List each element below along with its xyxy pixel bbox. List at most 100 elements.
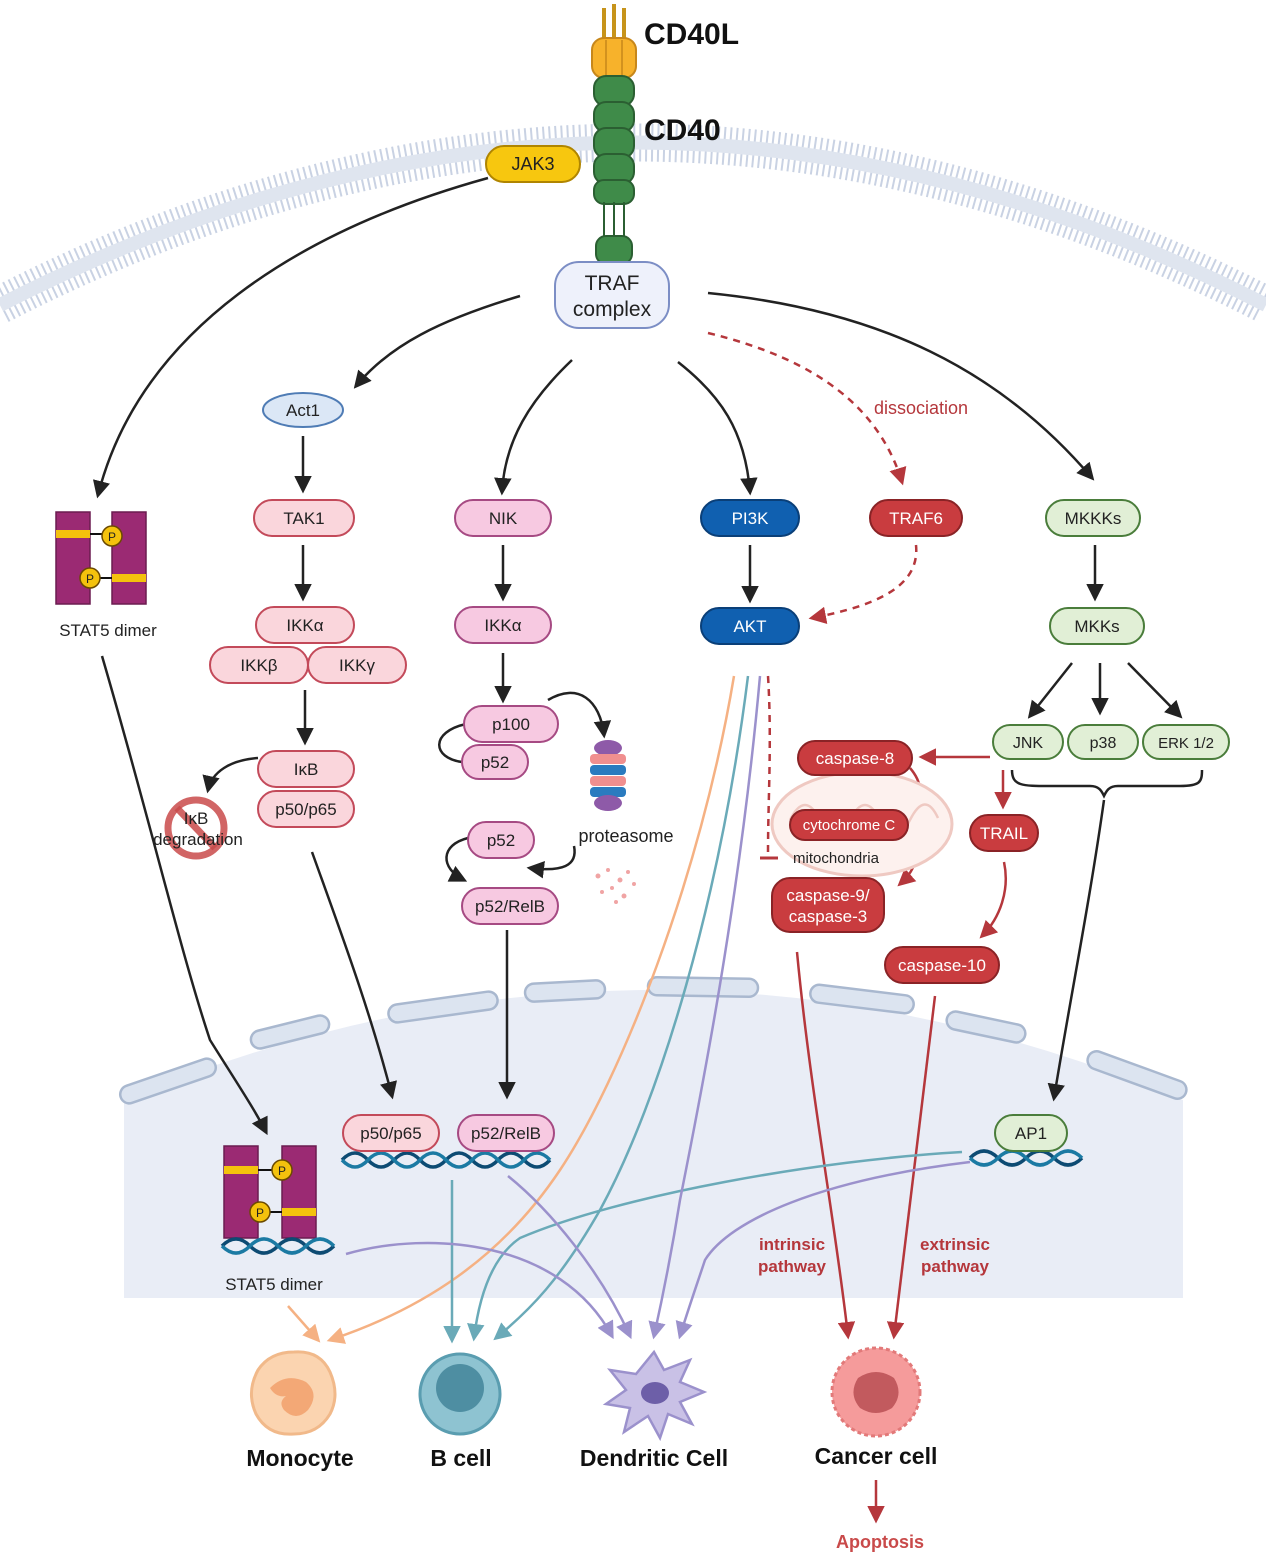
ikkg-node[interactable] [307, 646, 407, 684]
ikka-noncanonical-label: IKKα [484, 616, 521, 635]
stat5-cyto-p2: P [86, 572, 94, 586]
p50p65-nuc-node[interactable] [342, 1114, 440, 1152]
caspase93-label-line1: caspase-9/ [786, 886, 869, 905]
pi3k-node[interactable] [700, 499, 800, 537]
ap1-node[interactable] [994, 1114, 1068, 1152]
p52relb-nuc-node[interactable] [457, 1114, 555, 1152]
mkkks-label: MKKKs [1065, 509, 1122, 528]
arrow-ap1-bcell [467, 1150, 963, 1342]
monocyte-icon [250, 1350, 337, 1436]
caspase10-label: caspase-10 [898, 956, 986, 975]
erk-node[interactable] [1142, 724, 1230, 760]
p50p65-cyto-label: p50/p65 [275, 800, 336, 819]
intrinsic-label-line2: pathway [758, 1257, 827, 1276]
proteasome-icon [590, 740, 626, 811]
inhibit-akt-mitochondria [766, 675, 772, 853]
arrow-stat5-nucleus [100, 655, 268, 1136]
proteasome-label: proteasome [578, 826, 673, 846]
traf6-node[interactable] [869, 499, 963, 537]
dna-ap1 [968, 1149, 1084, 1167]
traf-label-line2: complex [573, 298, 652, 321]
p52-label: p52 [487, 831, 515, 850]
no-entry-icon [164, 796, 228, 860]
cytochrome-node[interactable] [789, 809, 909, 841]
monocyte-label: Monocyte [246, 1445, 353, 1471]
p52-in-p100-label: p52 [481, 753, 509, 772]
bcell-label: B cell [430, 1445, 491, 1471]
tak1-label: TAK1 [283, 509, 324, 528]
caspase8-node[interactable] [797, 740, 913, 776]
trail-node[interactable] [969, 814, 1039, 852]
outcome-arrows [287, 675, 971, 1344]
ikkg-label: IKKγ [339, 656, 375, 675]
p100-p52-loop [438, 722, 467, 764]
extrinsic-label-line2: pathway [921, 1257, 990, 1276]
caspase93-node[interactable] [771, 877, 885, 933]
arrow-traf-traf6-dissociation [707, 331, 907, 486]
stat5-cyto-p1: P [108, 530, 116, 544]
arrow-akt-monocyte [326, 675, 736, 1344]
arrow-akt-dendritic [648, 675, 762, 1340]
arrow-mapk-ap1 [1047, 799, 1106, 1102]
apoptosis-arrows [707, 331, 1012, 1524]
arrow-mkks-jnk [1027, 662, 1073, 719]
arrow-ap1-dendritic [675, 1160, 971, 1340]
tak1-node[interactable] [253, 499, 355, 537]
akt-label: AKT [733, 617, 766, 636]
p50p65-cyto-node[interactable] [257, 790, 355, 828]
arrow-extrinsic-cancer [886, 995, 937, 1340]
jak3-node[interactable] [485, 145, 581, 183]
pi3k-label: PI3K [732, 509, 770, 528]
stat5-nuc-label: STAT5 dimer [225, 1275, 323, 1294]
ikka-noncanonical-node[interactable] [454, 606, 552, 644]
p52relb-cyto-node[interactable] [461, 887, 559, 925]
traf-label-line1: TRAF [585, 272, 640, 295]
caspase8-label: caspase-8 [816, 749, 894, 768]
p38-label: p38 [1090, 735, 1117, 752]
akt-node[interactable] [700, 607, 800, 645]
ikka-canonical-node[interactable] [255, 606, 355, 644]
p50p65-nuc-label: p50/p65 [360, 1124, 421, 1143]
mkks-label: MKKs [1074, 617, 1119, 636]
cd40-receptor [593, 75, 635, 265]
p52-node[interactable] [467, 821, 535, 859]
jnk-node[interactable] [992, 724, 1064, 760]
arrow-mkks-erk [1127, 662, 1183, 719]
arrow-akt-bcell [493, 675, 750, 1341]
act1-node[interactable] [262, 392, 344, 428]
arrow-p52relb-dendritic [507, 1175, 633, 1340]
p100-node[interactable] [463, 705, 559, 743]
mkks-node[interactable] [1049, 607, 1145, 645]
p52-in-p100-node[interactable] [461, 744, 529, 780]
arrow-p52-p52relb [445, 836, 469, 882]
cd40l-ligand [591, 4, 637, 79]
trail-label: TRAIL [980, 824, 1028, 843]
caspase93-label-line2: caspase-3 [789, 907, 867, 926]
arrow-traf-mkkks [707, 291, 1095, 481]
ap1-label: AP1 [1015, 1124, 1047, 1143]
p100-label: p100 [492, 715, 530, 734]
nik-label: NIK [489, 509, 518, 528]
arrow-p100-proteasome [547, 691, 612, 739]
stat5-cyto-label: STAT5 dimer [59, 621, 157, 640]
p38-node[interactable] [1067, 724, 1139, 760]
arrow-proteasome-p52relb [526, 845, 576, 879]
ikb-label: IκB [294, 760, 319, 779]
stat5-dimer-nuc-icon [223, 1145, 317, 1239]
arrow-traf-nik [494, 359, 573, 496]
caspase10-node[interactable] [884, 946, 1000, 984]
cancer-cell-label: Cancer cell [815, 1443, 938, 1469]
arrow-stat5-monocyte [287, 1305, 321, 1343]
nik-node[interactable] [454, 499, 552, 537]
ikb-node[interactable] [257, 750, 355, 788]
mkkks-node[interactable] [1045, 499, 1141, 537]
arrow-traf-pi3k [677, 361, 758, 496]
arrow-stat5-dendritic [345, 1241, 614, 1340]
arrow-intrinsic-cancer [795, 951, 856, 1340]
dendritic-cell-label: Dendritic Cell [580, 1445, 728, 1471]
dissociation-label: dissociation [874, 398, 968, 418]
dna-helices [220, 1149, 1084, 1255]
apoptosis-label: Apoptosis [836, 1532, 924, 1552]
traf-complex-node[interactable] [554, 261, 670, 329]
